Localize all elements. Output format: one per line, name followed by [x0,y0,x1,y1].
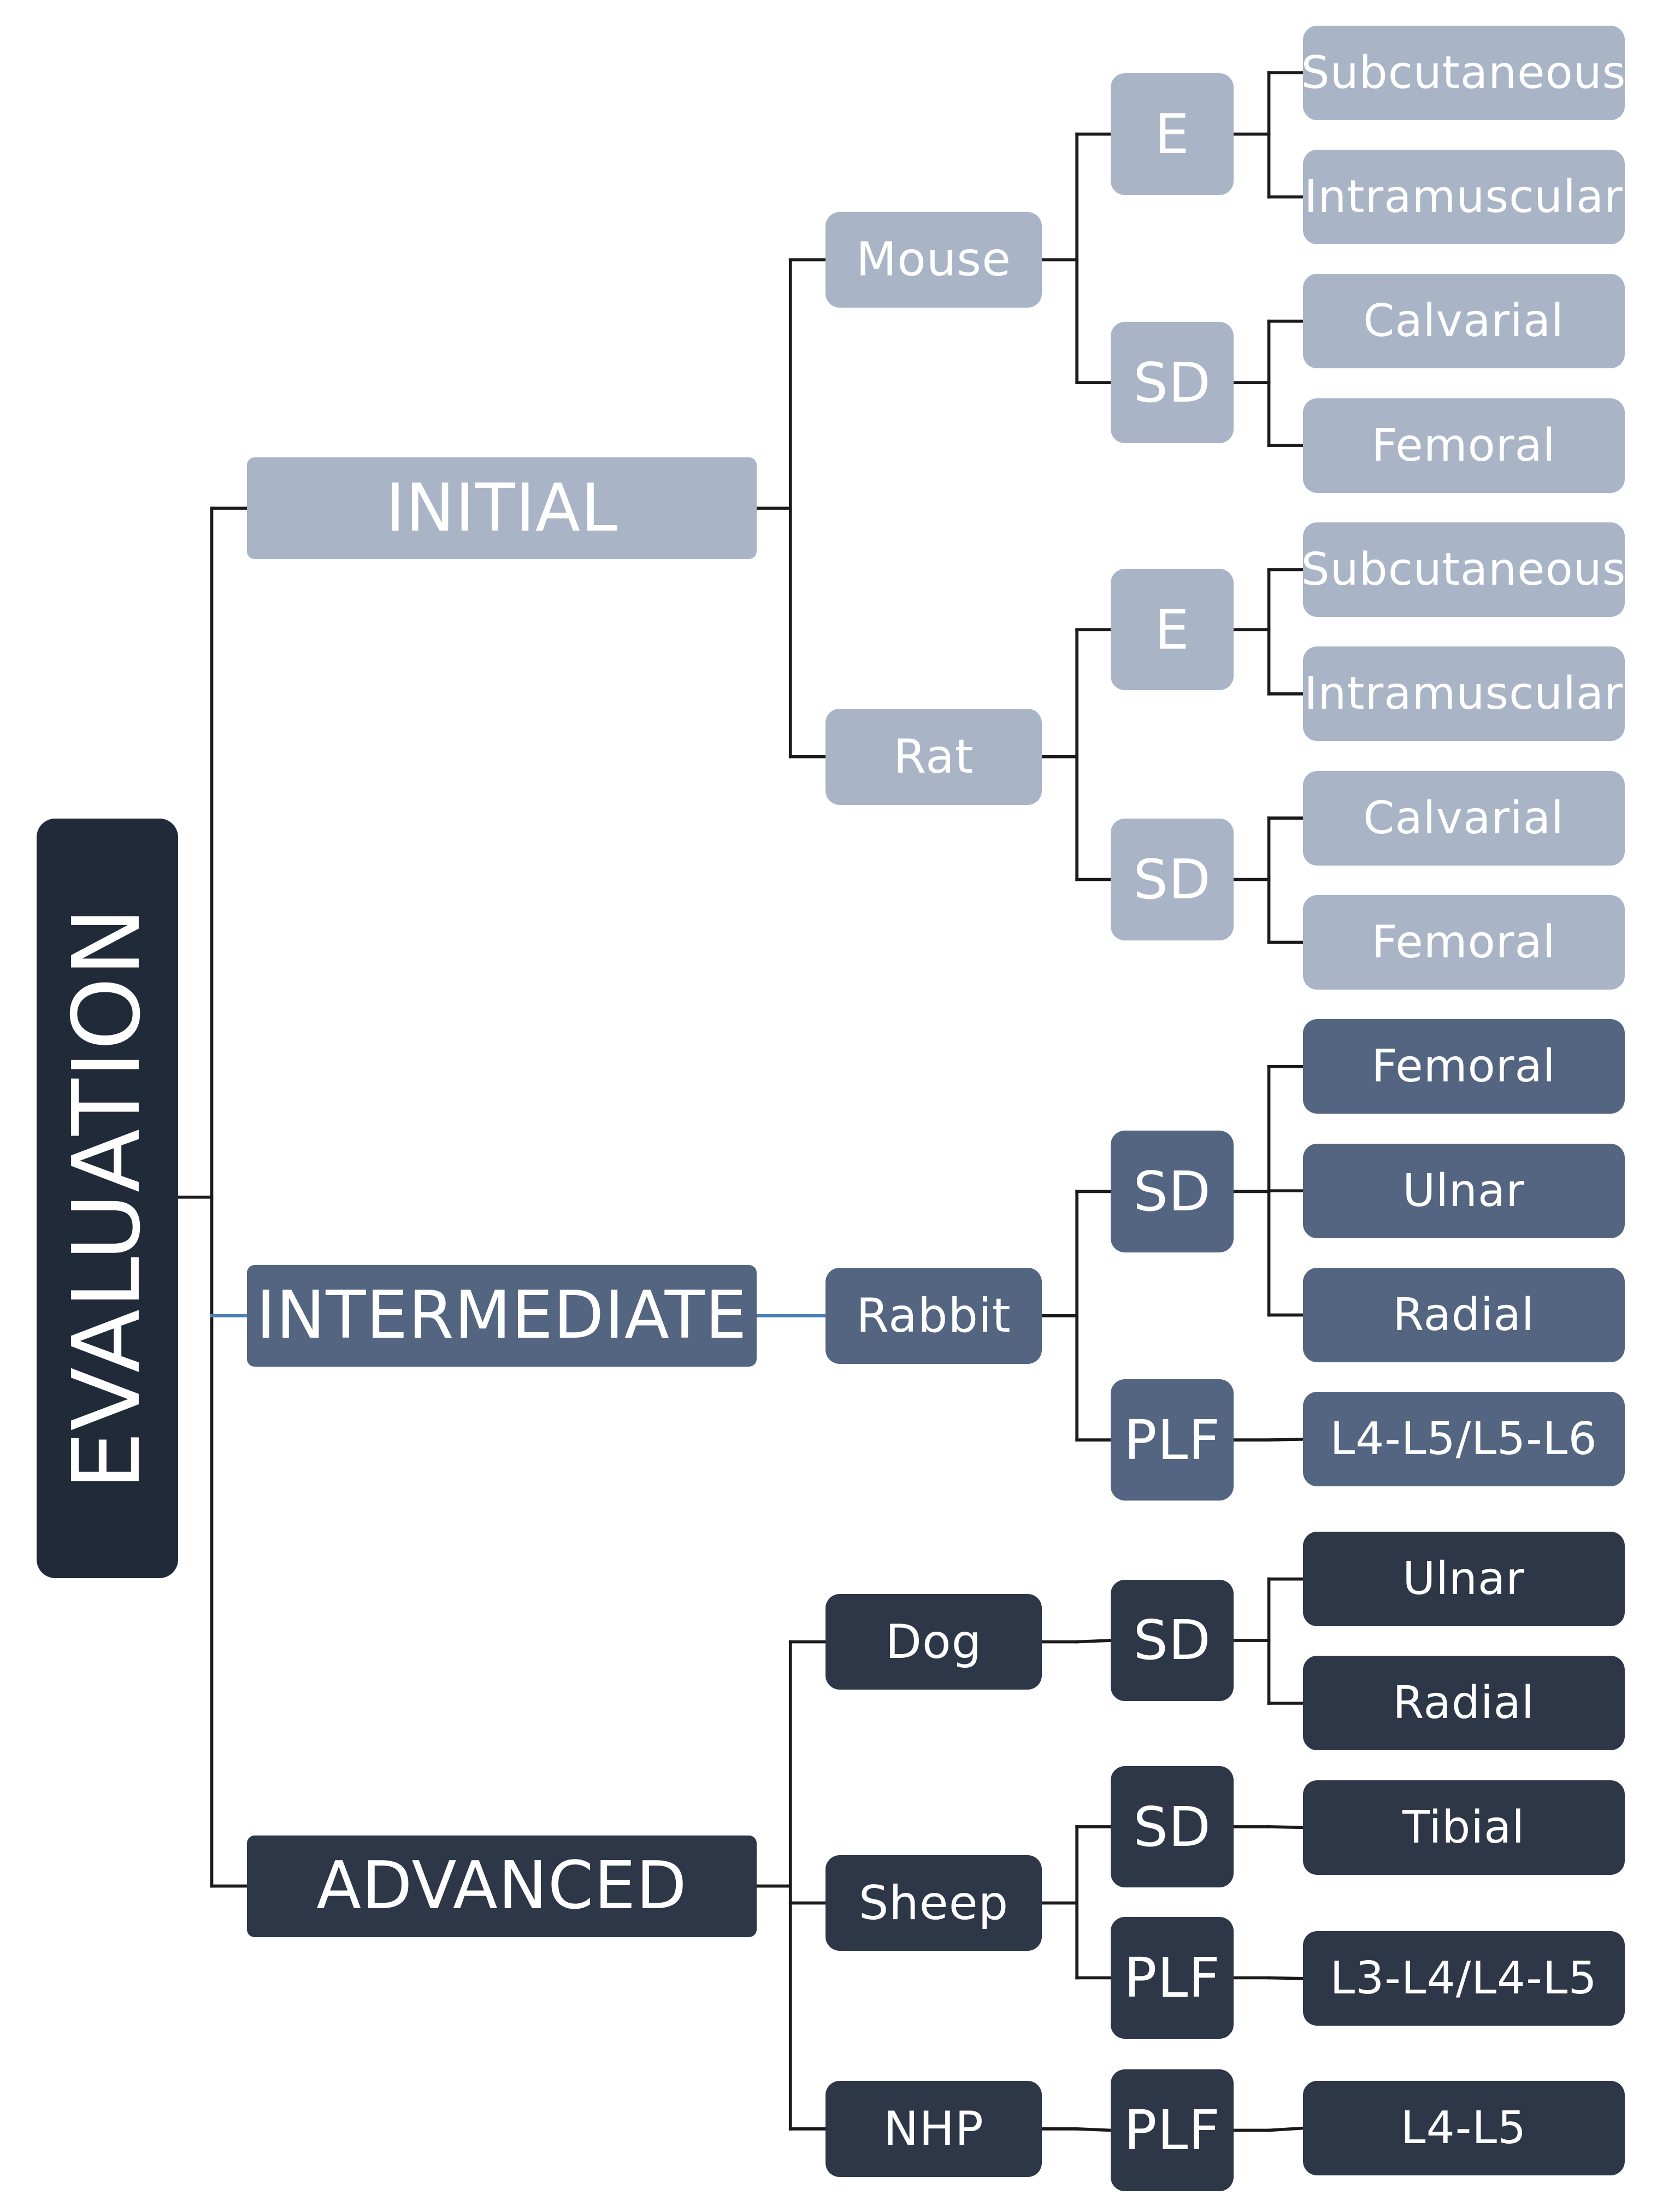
site-mouse-e-intramuscular: Intramuscular [1302,149,1625,244]
model-label: SD [1133,1795,1211,1859]
site-mouse-sd-calvarial: Calvarial [1302,274,1625,369]
animal-label: Rabbit [856,1288,1011,1343]
site-sheep-plf-l3l4-l4l5: L3-L4/L4-L5 [1302,1931,1625,2026]
model-1-0-1-connector-branch [1267,1437,1305,1442]
model-sheep-plf: PLF [1111,1917,1234,2039]
site-rat-sd-femoral: Femoral [1302,895,1625,990]
site-dog-sd-ulnar: Ulnar [1302,1532,1625,1627]
site-mouse-e-subcutaneous: Subcutaneous [1301,25,1626,120]
site-label: Femoral [1371,419,1556,472]
site-label: Femoral [1371,916,1556,968]
site-label: Intramuscular [1304,668,1623,720]
site-label: Ulnar [1402,1553,1525,1605]
level-intermediate: INTERMEDIATE [247,1264,757,1367]
model-label: SD [1133,350,1211,415]
site-label: Radial [1393,1677,1535,1729]
site-rabbit-sd-radial: Radial [1302,1267,1625,1363]
model-label: E [1154,102,1190,166]
model-mouse-sd: SD [1111,322,1234,444]
model-rat-e: E [1111,569,1234,691]
site-label: Tibial [1402,1801,1525,1854]
animal-rabbit: Rabbit [825,1267,1042,1364]
model-2-2-0-connector-branch [1267,2126,1305,2132]
site-label: L3-L4/L4-L5 [1330,1952,1597,2005]
site-label: L4-L5/L5-L6 [1330,1413,1597,1466]
site-label: L4-L5 [1400,2102,1527,2155]
animal-label: Sheep [858,1875,1009,1931]
animal-label: Rat [893,729,974,784]
site-rat-e-subcutaneous: Subcutaneous [1301,522,1626,617]
site-dog-sd-radial: Radial [1302,1656,1625,1751]
level-label: INITIAL [385,470,618,546]
model-nhp-plf: PLF [1111,2069,1234,2191]
site-sheep-sd-tibial: Tibial [1302,1780,1625,1875]
model-rabbit-plf: PLF [1111,1379,1234,1501]
animal-label: Dog [885,1614,982,1669]
animal-rat: Rat [825,708,1042,805]
level-initial: INITIAL [247,457,757,560]
animal-sheep: Sheep [825,1855,1042,1951]
level-label: INTERMEDIATE [256,1278,747,1354]
model-label: SD [1133,1159,1211,1223]
site-label: Subcutaneous [1301,46,1626,99]
level-label: ADVANCED [316,1848,687,1925]
site-nhp-plf-l4l5: L4-L5 [1302,2081,1625,2176]
site-rabbit-sd-femoral: Femoral [1302,1019,1625,1114]
animal-nhp: NHP [825,2081,1042,2177]
animal-label: Mouse [856,232,1011,287]
level-advanced: ADVANCED [247,1835,757,1937]
animal-label: NHP [883,2101,984,2156]
animal-mouse: Mouse [825,211,1042,308]
model-dog-sd: SD [1111,1579,1234,1702]
model-label: SD [1133,1608,1211,1673]
site-label: Calvarial [1363,295,1564,348]
model-label: PLF [1124,1945,1220,2010]
model-label: E [1154,597,1190,662]
site-label: Radial [1393,1289,1535,1341]
site-rat-e-intramuscular: Intramuscular [1302,646,1625,742]
site-label: Calvarial [1363,792,1564,844]
model-label: SD [1133,847,1211,911]
model-label: PLF [1124,2098,1220,2162]
model-sheep-sd: SD [1111,1766,1234,1888]
site-label: Subcutaneous [1301,543,1626,596]
site-mouse-sd-femoral: Femoral [1302,398,1625,493]
root-label: EVALUATION [53,907,162,1491]
model-label: PLF [1124,1408,1220,1472]
model-rat-sd: SD [1111,819,1234,940]
model-mouse-e: E [1111,73,1234,195]
site-rat-sd-calvarial: Calvarial [1302,770,1625,866]
site-label: Ulnar [1402,1164,1525,1217]
site-rabbit-plf-l4l5-l5l6: L4-L5/L5-L6 [1302,1392,1625,1487]
model-rabbit-sd: SD [1111,1131,1234,1252]
site-label: Femoral [1371,1040,1556,1093]
animal-dog: Dog [825,1593,1042,1690]
animal-2-2-connector-branch [1075,2127,1113,2132]
animal-2-0-connector-branch [1075,1639,1113,1644]
root-evaluation: EVALUATION [37,819,178,1579]
site-label: Intramuscular [1304,170,1623,223]
site-rabbit-sd-ulnar: Ulnar [1302,1143,1625,1238]
